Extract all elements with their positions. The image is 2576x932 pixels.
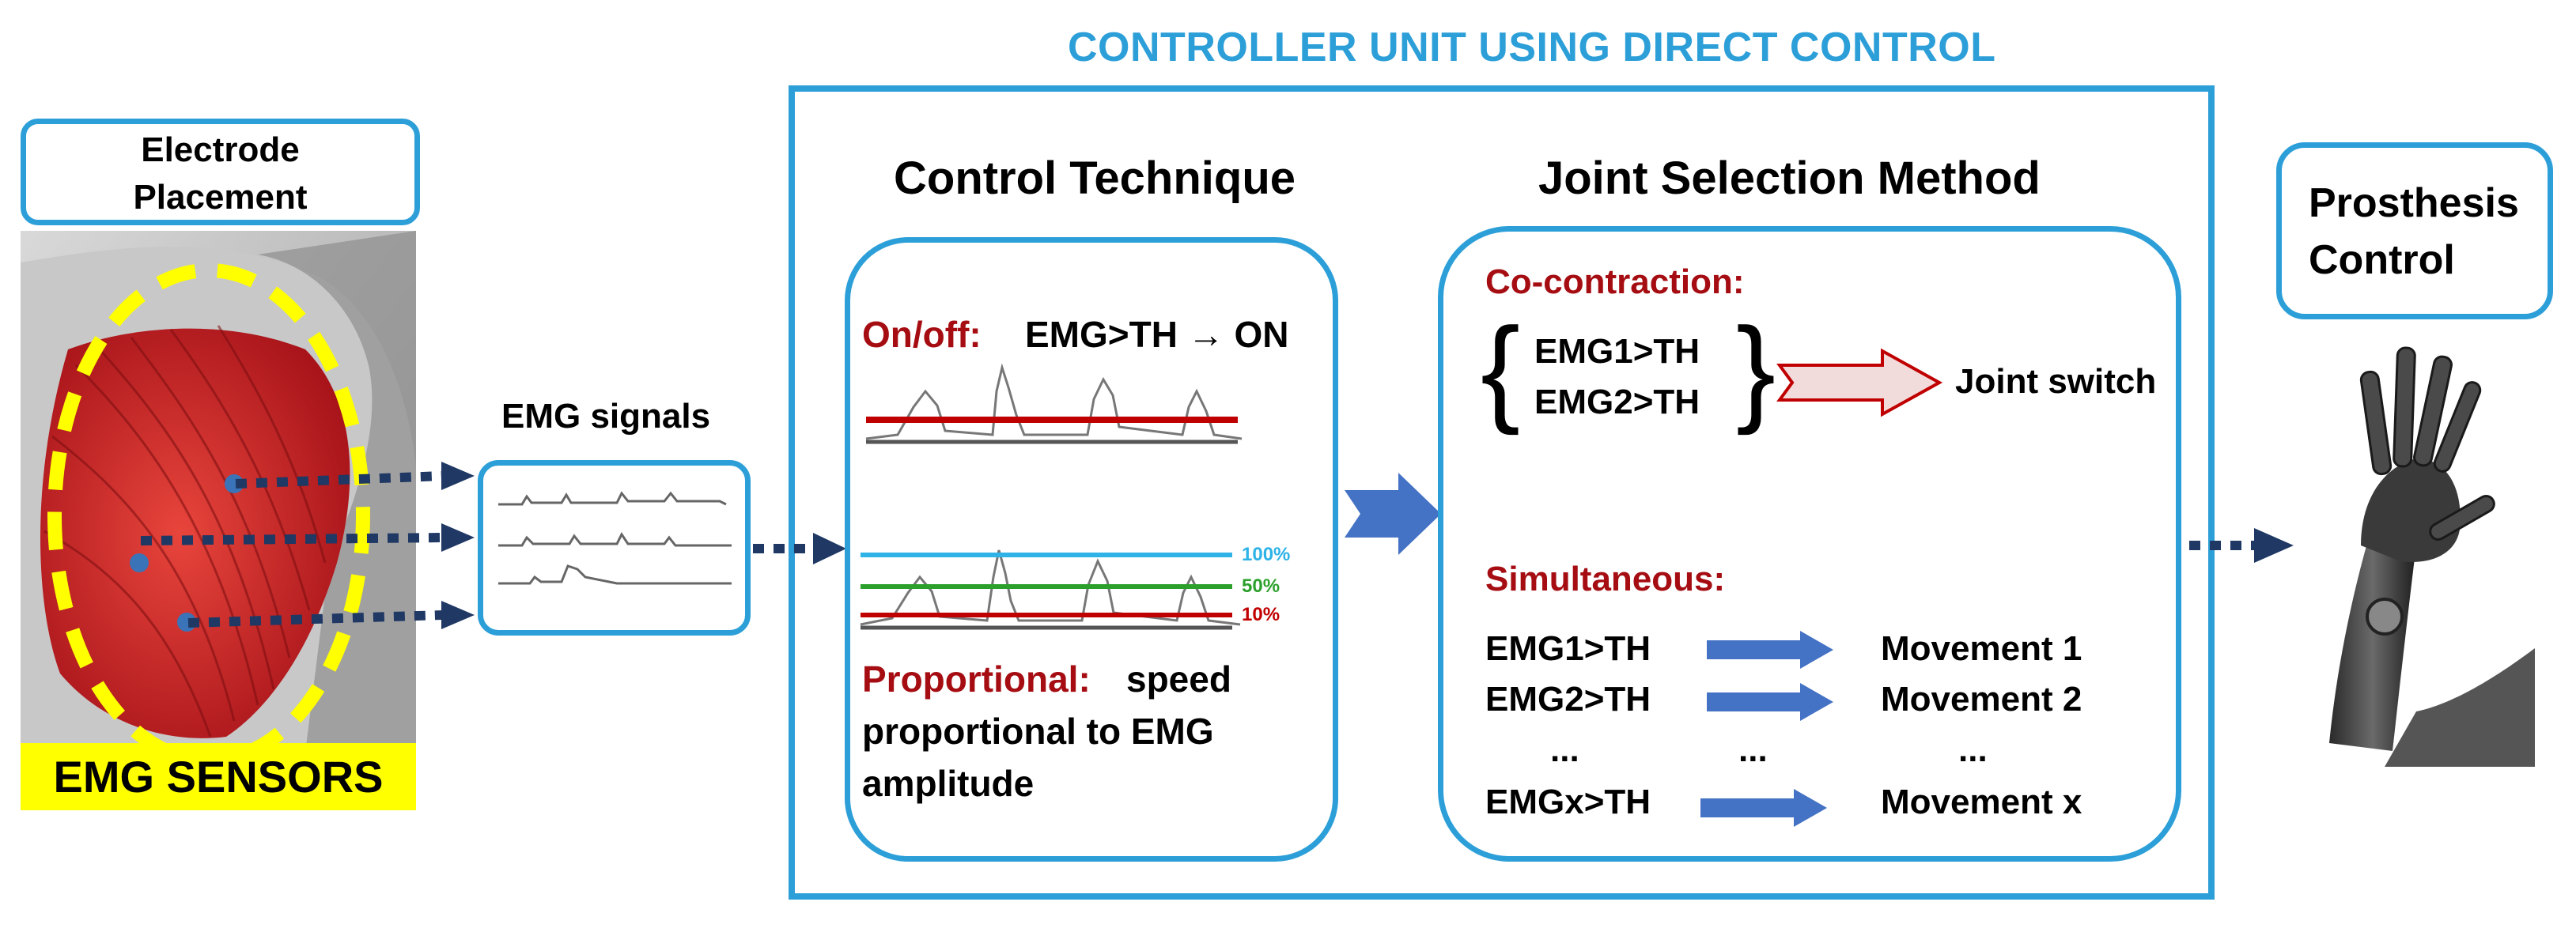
sim-row2-cond: EMG2>TH [1485, 680, 1651, 719]
joint-selection-box [1438, 226, 2181, 862]
electrode-label-line1: Electrode [141, 130, 300, 169]
prosthesis-label-line2: Control [2309, 237, 2455, 283]
cocontraction-cond1: EMG1>TH [1534, 332, 1700, 371]
cocontraction-cond2: EMG2>TH [1534, 383, 1700, 421]
controller-title: CONTROLLER UNIT USING DIRECT CONTROL [1068, 25, 1996, 70]
sim-arrow-2 [1707, 683, 1833, 721]
sim-row3-movement: ... [1958, 730, 1988, 769]
shoulder-muscle-illustration [21, 231, 416, 768]
sim-arrow-4 [1700, 789, 1827, 827]
arrowhead-3 [441, 601, 475, 629]
sim-row1-movement: Movement 1 [1881, 629, 2082, 668]
simultaneous-label: Simultaneous: [1485, 560, 1726, 598]
arrowhead-2 [441, 523, 475, 552]
cocontraction-label: Co-contraction: [1485, 262, 1745, 301]
sim-row3-mid: ... [1738, 730, 1768, 769]
proportional-line3: amplitude [862, 763, 1035, 804]
emg-signals-box [478, 460, 751, 636]
proportional-line1: speed [1126, 658, 1231, 700]
electrode-label-line2: Placement [133, 178, 308, 217]
left-brace: { [1481, 303, 1521, 436]
prosthetic-arm-illustration [2329, 346, 2535, 767]
joint-switch-label: Joint switch [1955, 362, 2157, 401]
emg-signals-label: EMG signals [501, 397, 711, 436]
sim-row1-cond: EMG1>TH [1485, 629, 1651, 668]
onoff-label: On/off: [862, 314, 982, 355]
proportional-line2: proportional to EMG [862, 711, 1214, 752]
emg-sensors-banner [21, 743, 416, 810]
emg-signal-traces [498, 491, 732, 585]
control-technique-box [845, 237, 1338, 862]
sim-row4-movement: Movement x [1881, 783, 2082, 821]
sim-arrow-1 [1707, 631, 1833, 669]
proportional-label: Proportional: [862, 658, 1091, 700]
right-brace: } [1736, 303, 1776, 436]
level-100-label: 100% [1242, 544, 1291, 565]
onoff-signal-plot [865, 363, 1243, 444]
level-10-label: 10% [1242, 604, 1280, 625]
onoff-rule: EMG>TH → ON [1025, 314, 1289, 355]
arrowhead-1 [441, 462, 475, 490]
prosthesis-control-box: Prosthesis Control [2276, 142, 2553, 319]
proportional-signal-plot [860, 549, 1241, 630]
control-technique-title: Control Technique [894, 153, 1296, 204]
sim-row3-cond: ... [1550, 730, 1579, 769]
emg-sensors-label: EMG SENSORS [53, 752, 384, 802]
prosthesis-label-line1: Prosthesis [2309, 180, 2519, 226]
joint-selection-title: Joint Selection Method [1538, 153, 2041, 204]
electrode-placement-box: Electrode Placement [21, 119, 420, 225]
level-50-label: 50% [1242, 575, 1280, 597]
sim-row2-movement: Movement 2 [1881, 680, 2082, 719]
sim-row4-cond: EMGx>TH [1485, 783, 1651, 821]
